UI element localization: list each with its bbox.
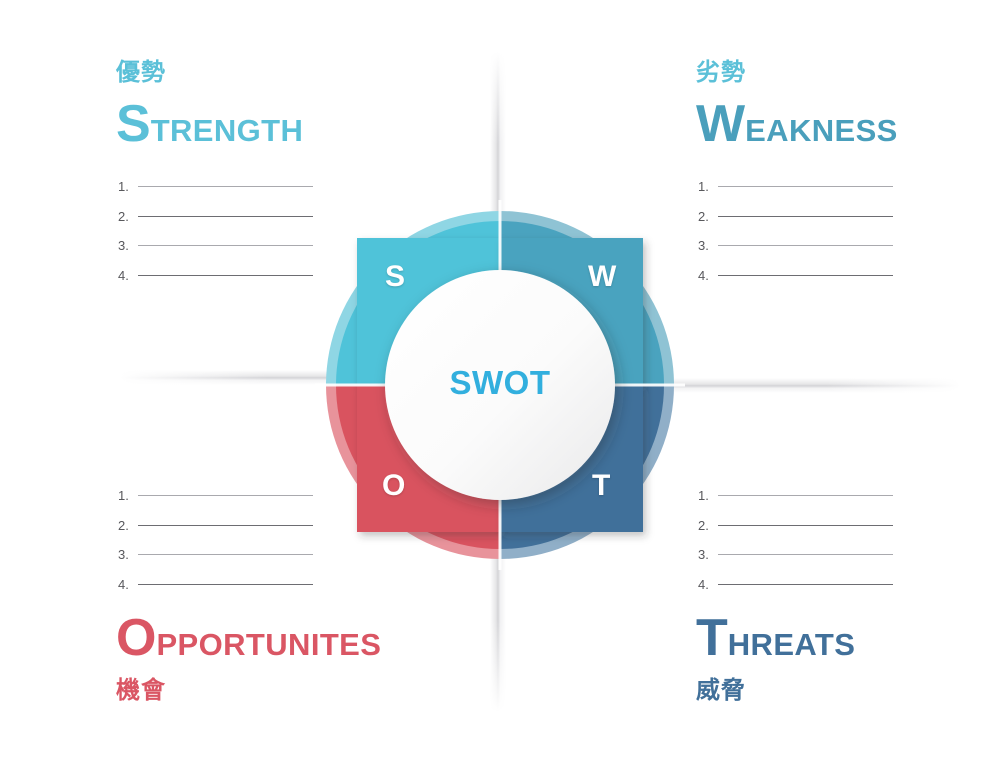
list-item-rule <box>718 524 893 526</box>
strength-item-list: 1. 2. 3. 4. <box>118 172 313 290</box>
list-item[interactable]: 1. <box>118 172 313 202</box>
weakness-item-list: 1. 2. 3. 4. <box>698 172 893 290</box>
list-item-number: 2. <box>698 208 709 224</box>
list-item-number: 2. <box>118 517 129 533</box>
list-item[interactable]: 2. <box>118 202 313 232</box>
list-item[interactable]: 4. <box>118 570 313 600</box>
strength-title-rest: TRENGTH <box>150 113 304 148</box>
list-item-rule <box>138 495 313 497</box>
list-item-rule <box>718 554 893 556</box>
list-item-rule <box>138 554 313 556</box>
list-item-rule <box>718 215 893 217</box>
list-item-rule <box>718 583 893 585</box>
list-item-rule <box>718 245 893 247</box>
list-item[interactable]: 1. <box>118 481 313 511</box>
list-item-number: 3. <box>698 238 709 254</box>
list-item-number: 4. <box>698 576 709 592</box>
weakness-title-rest: EAKNESS <box>745 113 898 148</box>
opportunities-title: OPPORTUNITES <box>116 612 381 664</box>
threats-title: THREATS <box>696 612 855 664</box>
wheel-letter-threats: T <box>592 469 611 502</box>
list-item-rule <box>718 274 893 276</box>
threats-title-rest: HREATS <box>727 627 856 662</box>
list-item-number: 4. <box>118 576 129 592</box>
wheel-letter-opportunities: O <box>382 469 406 502</box>
list-item-number: 3. <box>118 238 129 254</box>
list-item-number: 1. <box>698 488 709 504</box>
quadrant-heading-opportunities: OPPORTUNITES 機會 <box>116 612 381 702</box>
quadrant-heading-strength: 優勢 STRENGTH <box>116 60 303 150</box>
list-item-number: 4. <box>118 267 129 283</box>
list-item[interactable]: 3. <box>118 231 313 261</box>
list-item-number: 1. <box>118 488 129 504</box>
strength-title: STRENGTH <box>116 98 303 150</box>
quadrant-heading-weakness: 劣勢 WEAKNESS <box>696 60 898 150</box>
list-item-number: 3. <box>118 547 129 563</box>
list-item-rule <box>138 245 313 247</box>
list-item-rule <box>138 583 313 585</box>
opportunities-initial: O <box>116 609 157 667</box>
list-item-number: 1. <box>118 179 129 195</box>
list-item-number: 3. <box>698 547 709 563</box>
threats-initial: T <box>696 609 728 667</box>
list-item-rule <box>138 186 313 188</box>
list-item-rule <box>718 186 893 188</box>
list-item[interactable]: 1. <box>698 172 893 202</box>
list-item[interactable]: 3. <box>118 540 313 570</box>
strength-cjk-label: 優勢 <box>116 58 166 86</box>
list-item[interactable]: 2. <box>698 511 893 541</box>
list-item[interactable]: 4. <box>698 261 893 291</box>
list-item-number: 2. <box>118 208 129 224</box>
weakness-title: WEAKNESS <box>696 98 898 150</box>
weakness-initial: W <box>696 95 746 153</box>
weakness-cjk-label: 劣勢 <box>696 58 746 86</box>
list-item-number: 2. <box>698 517 709 533</box>
threats-item-list: 1. 2. 3. 4. <box>698 481 893 599</box>
list-item[interactable]: 2. <box>118 511 313 541</box>
list-item-rule <box>138 524 313 526</box>
list-item[interactable]: 1. <box>698 481 893 511</box>
opportunities-title-rest: PPORTUNITES <box>156 627 382 662</box>
list-item[interactable]: 2. <box>698 202 893 232</box>
list-item[interactable]: 4. <box>698 570 893 600</box>
list-item-number: 1. <box>698 179 709 195</box>
swot-center-label: SWOT <box>449 364 551 401</box>
wheel-letter-weakness: W <box>588 260 617 293</box>
list-item[interactable]: 3. <box>698 231 893 261</box>
list-item-rule <box>138 274 313 276</box>
threats-cjk-label: 威脅 <box>696 676 746 704</box>
list-item-number: 4. <box>698 267 709 283</box>
strength-initial: S <box>116 95 151 153</box>
wheel-letter-strength: S <box>385 260 406 293</box>
quadrant-heading-threats: THREATS 威脅 <box>696 612 855 702</box>
list-item[interactable]: 3. <box>698 540 893 570</box>
list-item-rule <box>138 215 313 217</box>
opportunities-item-list: 1. 2. 3. 4. <box>118 481 313 599</box>
list-item[interactable]: 4. <box>118 261 313 291</box>
list-item-rule <box>718 495 893 497</box>
opportunities-cjk-label: 機會 <box>116 676 166 704</box>
